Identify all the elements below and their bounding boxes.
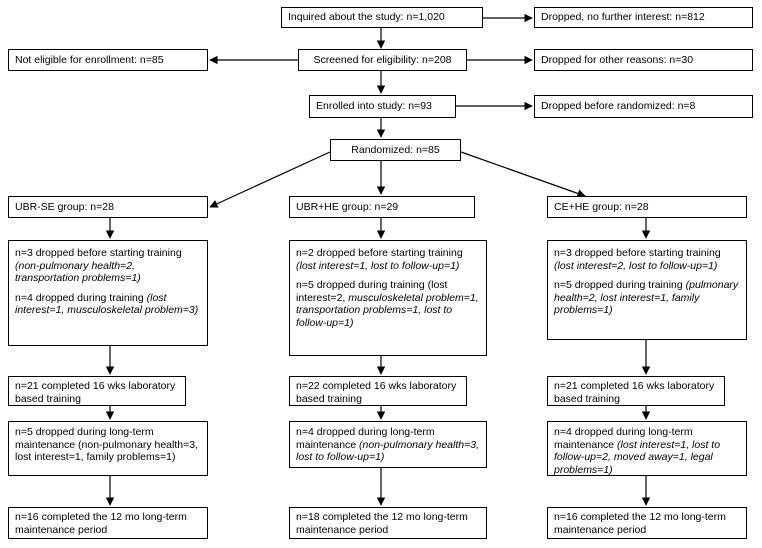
ubr-se-completed-training-text: n=21 completed 16 wks laboratory based t… [15,380,176,405]
ubr-he-dropouts-box: n=2 dropped before starting training (lo… [289,240,487,356]
ubr-he-completed-maintenance-box: n=18 completed the 12 mo long-term maint… [289,507,487,539]
ce-he-completed-training-text: n=21 completed 16 wks laboratory based t… [554,380,715,405]
not-eligible-box: Not eligible for enrollment: n=85 [8,49,208,71]
inquired-box: Inquired about the study: n=1,020 [281,7,483,28]
screened-box: Screened for eligibility: n=208 [298,49,467,71]
enrolled-box: Enrolled into study: n=93 [309,95,456,118]
ubr-he-completed-training-text: n=22 completed 16 wks laboratory based t… [296,380,457,405]
randomized-box: Randomized: n=85 [330,139,461,161]
ubr-se-completed-maintenance-box: n=16 completed the 12 mo long-term maint… [8,507,208,539]
arrow-randomized-to-ce-he [460,151,586,198]
ubr-he-group-box: UBR+HE group: n=29 [289,196,475,218]
inquired-text: Inquired about the study: n=1,020 [288,11,445,24]
ubr-se-dropped-before: n=3 dropped before starting training (no… [15,247,182,285]
ce-he-group-text: CE+HE group: n=28 [554,200,649,213]
ubr-he-completed-training-box: n=22 completed 16 wks laboratory based t… [289,376,467,406]
ce-he-completed-training-box: n=21 completed 16 wks laboratory based t… [547,376,725,406]
ubr-se-dropouts-box: n=3 dropped before starting training (no… [8,240,208,346]
ce-he-dropped-during: n=5 dropped during training (pulmonary h… [554,279,739,317]
dropped-before-randomized-text: Dropped before randomized: n=8 [541,100,696,113]
screened-text: Screened for eligibility: n=208 [313,53,452,66]
dropped-no-interest-box: Dropped, no further interest: n=812 [534,7,753,28]
ubr-he-dropped-during: n=5 dropped during training (lost intere… [296,279,479,329]
ubr-he-dropped-before: n=2 dropped before starting training (lo… [296,247,463,272]
ubr-se-group-box: UBR-SE group: n=28 [8,196,208,218]
ubr-se-group-text: UBR-SE group: n=28 [15,200,114,213]
arrow-randomized-to-ubr-se [209,151,331,208]
ubr-he-maintenance-dropouts-box: n=4 dropped during long-term maintenance… [289,421,487,468]
not-eligible-text: Not eligible for enrollment: n=85 [15,53,164,66]
ce-he-dropped-before: n=3 dropped before starting training (lo… [554,247,721,272]
ubr-he-group-text: UBR+HE group: n=29 [296,200,399,213]
ce-he-completed-maintenance-box: n=16 completed the 12 mo long-term maint… [547,507,747,539]
dropped-before-randomized-box: Dropped before randomized: n=8 [534,95,753,118]
dropped-no-interest-text: Dropped, no further interest: n=812 [541,11,705,24]
ubr-he-completed-maintenance-text: n=18 completed the 12 mo long-term maint… [296,511,468,536]
ce-he-maintenance-dropouts-box: n=4 dropped during long-term maintenance… [547,421,747,476]
ce-he-dropouts-box: n=3 dropped before starting training (lo… [547,240,747,340]
ubr-se-completed-training-box: n=21 completed 16 wks laboratory based t… [8,376,186,406]
ubr-se-completed-maintenance-text: n=16 completed the 12 mo long-term maint… [15,511,187,536]
ubr-se-dropped-during: n=4 dropped during training (lost intere… [15,291,199,317]
ce-he-group-box: CE+HE group: n=28 [547,196,747,218]
randomized-text: Randomized: n=85 [351,143,440,156]
dropped-other-box: Dropped for other reasons: n=30 [534,49,753,71]
ubr-se-maintenance-dropouts-box: n=5 dropped during long-term maintenance… [8,421,208,476]
ce-he-completed-maintenance-text: n=16 completed the 12 mo long-term maint… [554,511,726,536]
enrolled-text: Enrolled into study: n=93 [316,100,432,113]
dropped-other-text: Dropped for other reasons: n=30 [541,53,694,66]
